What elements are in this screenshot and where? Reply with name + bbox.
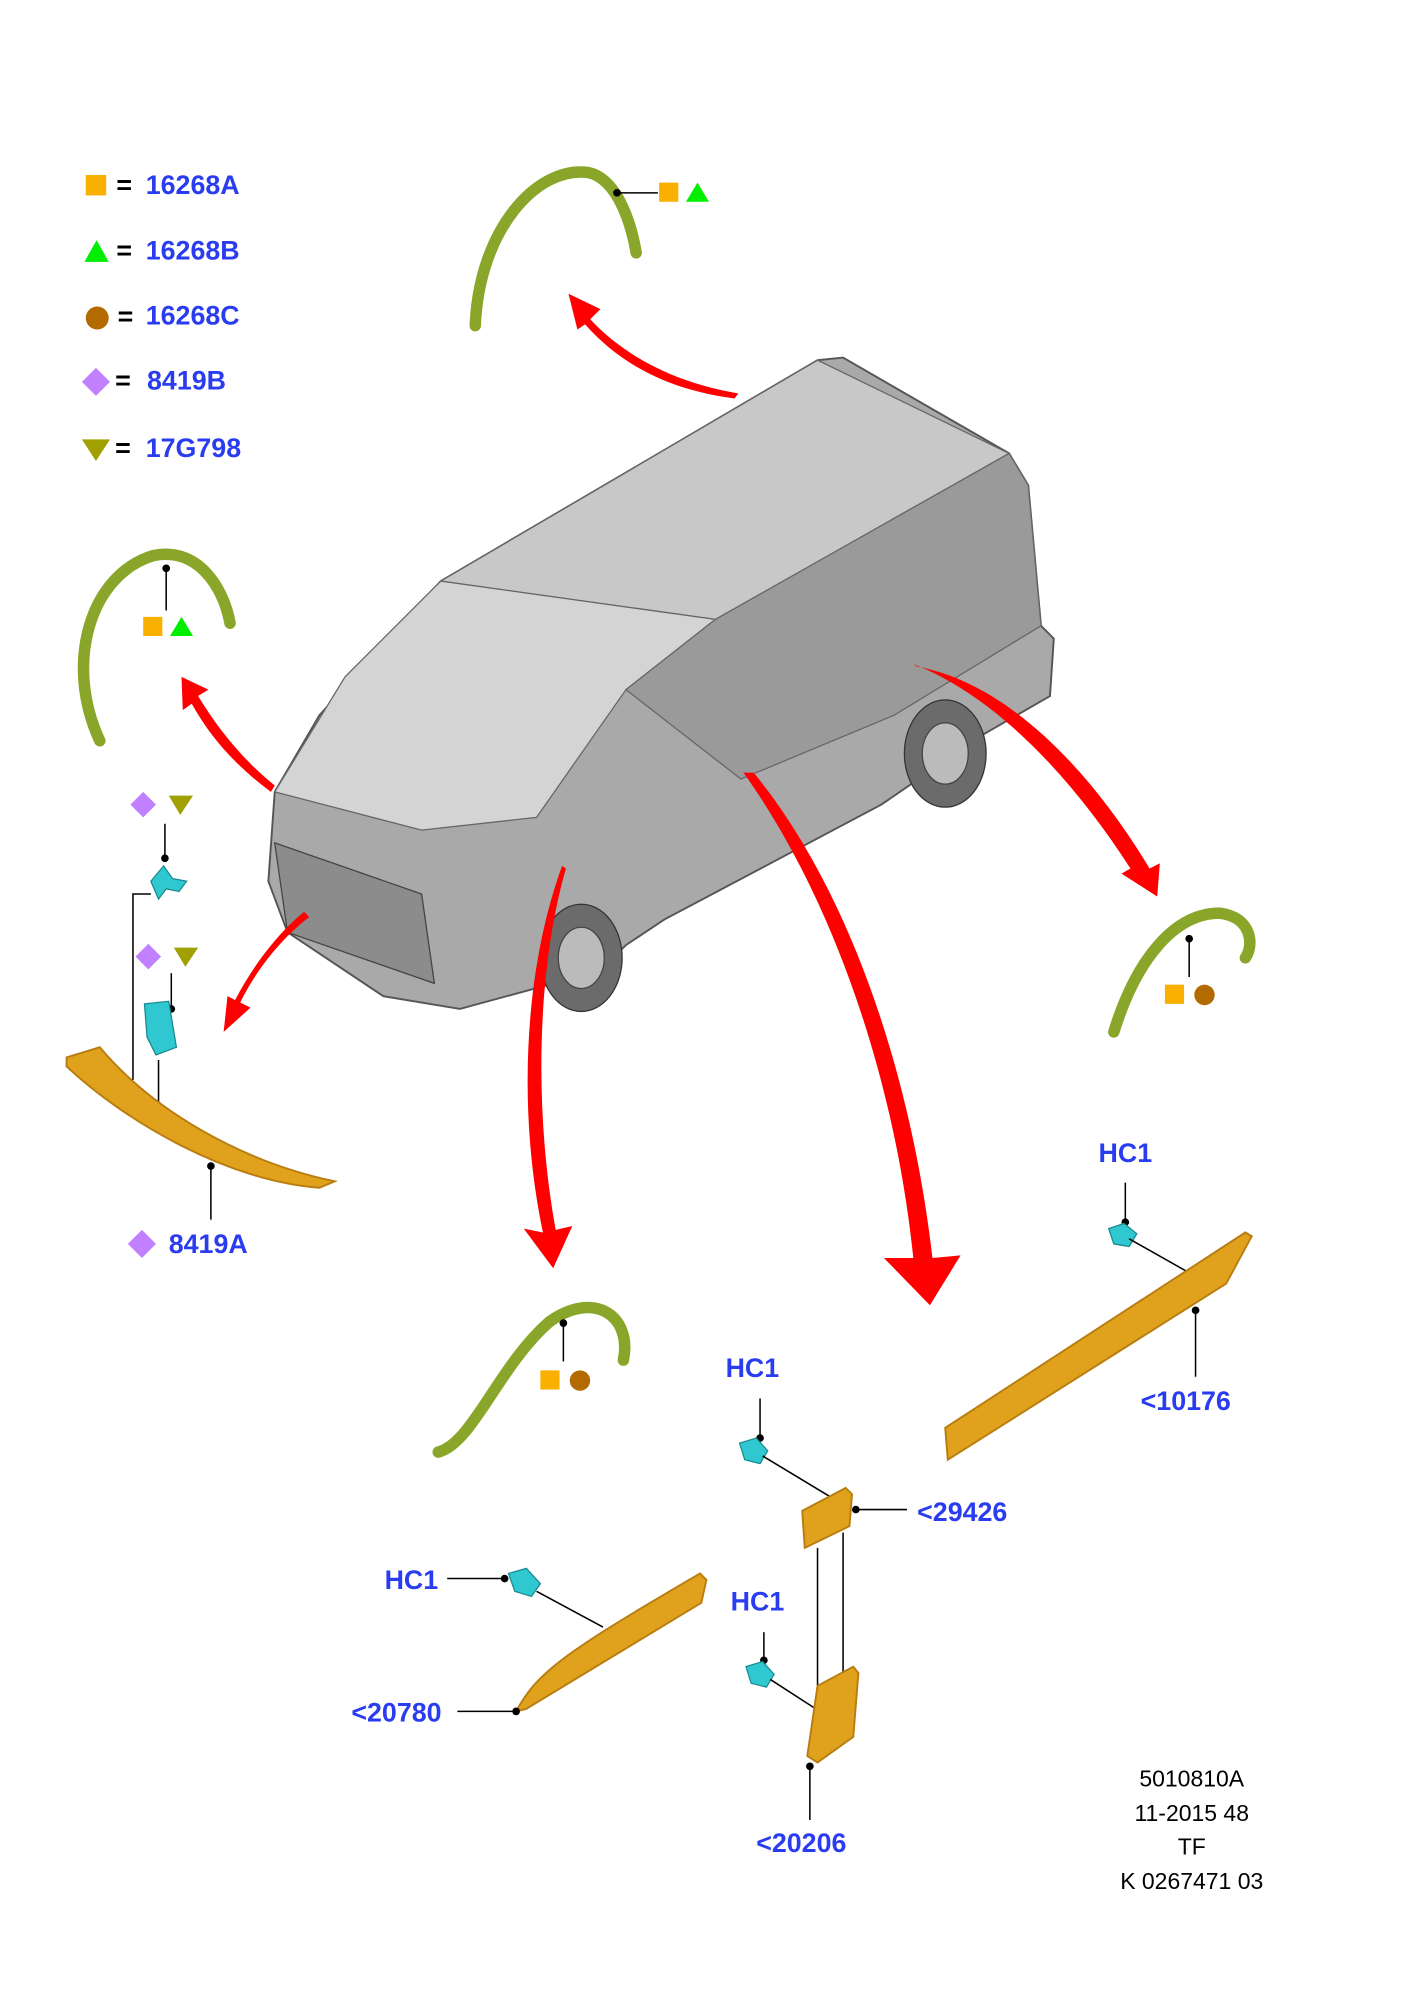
front-left-arch — [77, 548, 236, 747]
legend-16268B: 16268B — [146, 235, 240, 265]
diamond-symbol-icon — [81, 367, 110, 396]
moulding-10176 — [944, 1231, 1254, 1462]
triangle-up-symbol-icon — [84, 240, 109, 262]
sliding-door-moulding-group: HC1 <10176 — [944, 1138, 1254, 1462]
legend-17G798: 17G798 — [146, 433, 241, 463]
triangle-down-symbol-icon — [173, 947, 199, 967]
circle-symbol-icon — [1194, 984, 1215, 1006]
triangle-down-symbol-icon — [168, 795, 194, 815]
clip-part — [150, 864, 188, 901]
square-symbol-icon — [85, 174, 107, 196]
rear-right-arch — [1108, 907, 1256, 1038]
diamond-symbol-icon — [127, 1229, 156, 1258]
front-door-moulding-group: HC1 <20780 — [351, 1565, 708, 1728]
van-illustration — [267, 356, 1055, 1013]
triangle-down-symbol-icon — [81, 439, 110, 462]
diamond-symbol-icon — [130, 791, 156, 818]
svg-text:K 0267471 03: K 0267471 03 — [1120, 1868, 1263, 1894]
diamond-symbol-icon — [135, 943, 162, 970]
bracket-part — [143, 1000, 178, 1056]
svg-text:5010810A: 5010810A — [1139, 1766, 1244, 1792]
svg-text:=: = — [116, 235, 132, 265]
moulding-20206 — [806, 1665, 860, 1764]
arrow-to-front-bumper — [223, 911, 310, 1032]
legend-16268A: 16268A — [146, 170, 240, 200]
legend-8419B: 8419B — [147, 366, 226, 396]
svg-text:11-2015 48: 11-2015 48 — [1134, 1800, 1249, 1826]
square-symbol-icon — [659, 182, 679, 202]
front-bumper-group: 8419A — [65, 791, 338, 1259]
hc1-clip — [745, 1660, 775, 1688]
hc1-clip — [507, 1567, 542, 1598]
square-symbol-icon — [143, 616, 163, 637]
label-10176: <10176 — [1141, 1386, 1231, 1416]
svg-text:=: = — [118, 302, 134, 332]
rear-left-arch — [469, 166, 642, 332]
svg-text:=: = — [116, 170, 132, 200]
arrows — [181, 293, 1160, 1306]
front-bumper-trim — [65, 1046, 338, 1189]
label-hc1-center-bottom: HC1 — [731, 1586, 785, 1616]
circle-symbol-icon — [569, 1370, 591, 1391]
center-moulding-group: HC1 <29426 HC1 <20206 — [726, 1353, 1008, 1858]
svg-text:=: = — [115, 433, 131, 463]
label-20206: <20206 — [756, 1828, 846, 1858]
arrow-to-sill-trim — [743, 772, 961, 1306]
svg-text:TF: TF — [1178, 1833, 1206, 1859]
label-29426: <29426 — [917, 1497, 1007, 1527]
moulding-29426 — [801, 1486, 853, 1550]
square-symbol-icon — [1164, 984, 1185, 1004]
moulding-20780 — [514, 1572, 708, 1713]
label-8419A: 8419A — [169, 1229, 248, 1259]
triangle-up-symbol-icon — [170, 616, 194, 637]
drawing-reference: 5010810A 11-2015 48 TF K 0267471 03 — [1120, 1766, 1263, 1894]
circle-symbol-icon — [85, 306, 109, 330]
hc1-clip — [1107, 1222, 1138, 1248]
legend-16268C: 16268C — [146, 300, 240, 330]
svg-text:=: = — [115, 366, 131, 396]
front-right-arch — [432, 1301, 631, 1458]
hc1-clip — [738, 1437, 769, 1465]
label-hc1-right: HC1 — [1098, 1138, 1152, 1168]
arrow-to-front-arch — [523, 865, 573, 1269]
label-hc1-left: HC1 — [385, 1565, 439, 1595]
arrow-to-front-left-arch — [181, 676, 275, 792]
square-symbol-icon — [540, 1370, 560, 1390]
triangle-up-symbol-icon — [685, 182, 709, 202]
legend: = 16268A = 16268B = 16268C = 8419B = 17G… — [81, 170, 241, 463]
label-hc1-center-top: HC1 — [726, 1353, 780, 1383]
arrow-to-rear-arch — [913, 664, 1160, 897]
label-20780: <20780 — [351, 1698, 441, 1728]
wheel-arches — [77, 166, 1256, 1458]
arrow-to-rear-left-arch — [568, 293, 739, 399]
